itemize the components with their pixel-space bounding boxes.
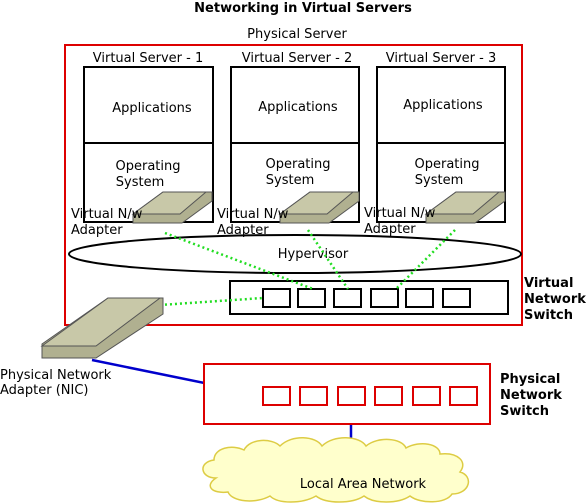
- virtual-adapter-2: [278, 191, 360, 224]
- physical-switch-label-1: Physical: [500, 372, 560, 387]
- lan-label: Local Area Network: [300, 477, 427, 492]
- vs2-adapter-line1: Virtual N/w: [217, 207, 289, 222]
- physical-server-label: Physical Server: [247, 27, 347, 42]
- virtual-switch-label-1: Virtual: [524, 276, 573, 291]
- vs2-os-line1: Operating: [266, 157, 331, 172]
- pswitch-port: [449, 386, 478, 406]
- vs3-applications: Applications: [403, 98, 483, 113]
- physical-network-switch: [203, 363, 491, 425]
- virtual-switch-label-3: Switch: [524, 308, 573, 323]
- physical-nic: [40, 297, 164, 359]
- vswitch-port: [297, 288, 326, 308]
- vs1-name: Virtual Server - 1: [93, 51, 203, 66]
- hypervisor-label: Hypervisor: [278, 247, 349, 262]
- vs1-applications: Applications: [112, 101, 192, 116]
- vs3-os-line2: System: [415, 173, 463, 188]
- vs2-os-line2: System: [266, 173, 314, 188]
- virtual-network-switch: [229, 280, 509, 315]
- vs1-adapter-line1: Virtual N/w: [71, 207, 143, 222]
- physical-adapter-label-2: Adapter (NIC): [0, 383, 89, 398]
- pswitch-port: [374, 386, 403, 406]
- physical-server-box: [64, 44, 523, 326]
- vlink-3: [395, 229, 456, 290]
- physical-switch-label-2: Network: [500, 388, 562, 403]
- vs3-adapter-line2: Adapter: [364, 222, 416, 237]
- vs1-os-line2: System: [116, 175, 164, 190]
- virtual-adapter-3: [424, 191, 506, 224]
- vswitch-port: [442, 288, 471, 308]
- virtual-switch-label-2: Network: [524, 292, 586, 307]
- vs2-name: Virtual Server - 2: [242, 51, 352, 66]
- vswitch-port: [262, 288, 291, 308]
- vlink-1: [164, 231, 314, 291]
- vs3-name: Virtual Server - 3: [386, 51, 496, 66]
- vs2-applications: Applications: [258, 100, 338, 115]
- pswitch-port: [262, 386, 291, 406]
- diagram-title: Networking in Virtual Servers: [194, 1, 412, 16]
- pswitch-port: [337, 386, 366, 406]
- hypervisor-ellipse: [68, 234, 522, 274]
- vswitch-port: [333, 288, 362, 308]
- vlink-2: [306, 229, 350, 290]
- vs1-adapter-line2: Adapter: [71, 223, 123, 238]
- pswitch-port: [412, 386, 441, 406]
- vs2-adapter-line2: Adapter: [217, 223, 269, 238]
- vlink-nic: [159, 296, 264, 307]
- pswitch-port: [299, 386, 328, 406]
- vswitch-port: [370, 288, 399, 308]
- lan-cloud: [202, 437, 470, 503]
- vswitch-port: [405, 288, 434, 308]
- virtual-links: [159, 229, 456, 307]
- vs1-os-line1: Operating: [116, 159, 181, 174]
- vs3-adapter-line1: Virtual N/w: [364, 206, 436, 221]
- physical-switch-label-3: Switch: [500, 404, 549, 419]
- virtual-adapter-1: [131, 191, 213, 224]
- physical-adapter-label-1: Physical Network: [0, 368, 112, 383]
- vs3-os-line1: Operating: [415, 157, 480, 172]
